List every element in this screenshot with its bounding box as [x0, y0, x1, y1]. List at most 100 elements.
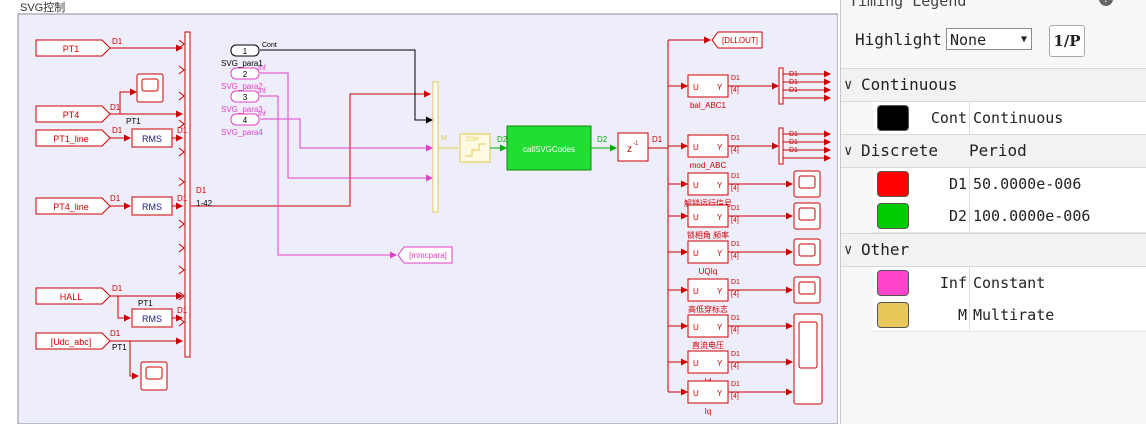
- uy-y: Y: [717, 287, 723, 296]
- chevron-down-icon[interactable]: ∨: [844, 77, 853, 93]
- goto-pt1[interactable]: [35, 39, 111, 57]
- section-name: Discrete: [861, 141, 939, 160]
- color-swatch-inf: [877, 270, 909, 296]
- goto-hall[interactable]: [35, 287, 111, 305]
- line-label-d1: D1: [731, 381, 740, 388]
- signal-line[interactable]: [129, 341, 139, 380]
- subsystem-callsvgcodes[interactable]: [506, 125, 592, 171]
- goto-pt1-line[interactable]: [35, 129, 111, 147]
- from-mmcpara[interactable]: [397, 246, 453, 264]
- line-label-d2: D2: [597, 135, 608, 144]
- demux-bar-2[interactable]: [778, 127, 784, 165]
- line-label-d1: D1: [789, 139, 798, 146]
- line-label-d1: D1: [652, 135, 663, 144]
- section-name: Other: [861, 240, 910, 259]
- period-toggle-button[interactable]: 1/P: [1049, 25, 1085, 57]
- section-name: Continuous: [861, 75, 958, 94]
- help-icon[interactable]: ?: [1099, 0, 1113, 6]
- constant-value: 2: [243, 70, 248, 79]
- signal-line[interactable]: [119, 88, 137, 114]
- legend-row-inf[interactable]: Inf Constant: [873, 267, 1146, 300]
- goto-pt4-line-label: PT4_line: [53, 202, 89, 212]
- signal-line[interactable]: [260, 95, 397, 259]
- uy-block-name: 锁相角 频率: [687, 230, 729, 240]
- mux-input-chevron-icon: [178, 65, 185, 75]
- zoh-block[interactable]: [459, 133, 491, 163]
- chevron-down-icon[interactable]: ∨: [844, 242, 853, 258]
- unit-delay-block[interactable]: [617, 132, 649, 162]
- line-label-width: [4]: [731, 185, 739, 192]
- mux-bar[interactable]: [184, 31, 191, 358]
- goto-udc[interactable]: [35, 332, 111, 350]
- constant-2[interactable]: [230, 67, 260, 80]
- goto-hall-label: HALL: [60, 292, 83, 302]
- legend-abbr: D2: [948, 207, 967, 225]
- highlight-select[interactable]: None ▼: [946, 28, 1032, 50]
- legend-abbr: Inf: [939, 274, 967, 292]
- uy-block-name: UQIq: [699, 267, 718, 276]
- signal-line[interactable]: [191, 90, 431, 207]
- demux-bar-1[interactable]: [778, 67, 784, 105]
- line-label-width: [4]: [731, 217, 739, 224]
- mux-input-chevron-icon: [178, 147, 185, 157]
- signal-line[interactable]: [260, 72, 433, 182]
- mux-bar-2[interactable]: [432, 81, 439, 213]
- rms-block-2-label: RMS: [142, 202, 162, 212]
- line-label-d1: D1: [112, 37, 123, 46]
- section-discrete[interactable]: ∨ Discrete Period: [841, 134, 1146, 168]
- line-label-width: [4]: [731, 147, 739, 154]
- legend-row-m[interactable]: M Multirate: [873, 299, 1146, 332]
- goto-pt4-line[interactable]: [35, 197, 111, 215]
- simulink-canvas[interactable]: SVG控制 PT1PT4PT1_linePT4_lineHALL[Udc_abc…: [0, 0, 838, 424]
- color-swatch-m: [877, 302, 909, 328]
- line-label-width: [4]: [731, 363, 739, 370]
- constant-value: 3: [243, 93, 248, 102]
- line-label-d1: D1: [177, 126, 188, 135]
- mux-input-chevron-icon: [178, 265, 185, 275]
- mux-input-chevron-icon: [178, 119, 185, 129]
- legend-row-d2[interactable]: D2 100.0000e-006: [873, 200, 1146, 233]
- uy-y: Y: [717, 359, 723, 368]
- goto-dllout[interactable]: [711, 31, 763, 49]
- legend-abbr: M: [957, 306, 967, 324]
- uy-u: U: [693, 389, 699, 398]
- scope-out-1-screen-icon: [798, 175, 816, 189]
- legend-desc: 50.0000e-006: [969, 168, 1081, 200]
- line-label-d1: D1: [731, 279, 740, 286]
- scope-out-2-screen-icon: [798, 207, 816, 221]
- goto-pt1-line-label: PT1_line: [53, 134, 89, 144]
- constant-name: SVG_para3: [221, 105, 263, 114]
- signal-line[interactable]: [260, 118, 433, 152]
- constant-4[interactable]: [230, 113, 260, 126]
- legend-desc: 100.0000e-006: [969, 200, 1090, 232]
- legend-row-cont[interactable]: Cont Continuous: [873, 102, 1146, 135]
- constant-rate-label: Cont: [262, 42, 277, 49]
- constant-3[interactable]: [230, 90, 260, 103]
- signal-line[interactable]: [260, 49, 433, 124]
- constant-1[interactable]: [230, 44, 260, 57]
- uy-y: Y: [717, 83, 723, 92]
- uy-u: U: [693, 359, 699, 368]
- signal-line[interactable]: [117, 296, 131, 322]
- constant-rate-label: Inf: [258, 111, 266, 118]
- line-label-d1: D1: [110, 103, 121, 112]
- goto-pt4[interactable]: [35, 105, 111, 123]
- line-label-pt1: PT1: [138, 299, 153, 308]
- uy-block-name: mod_ABC: [690, 161, 727, 170]
- uy-y: Y: [717, 181, 723, 190]
- section-continuous[interactable]: ∨ Continuous: [841, 68, 1146, 102]
- legend-row-d1[interactable]: D1 50.0000e-006: [873, 168, 1146, 201]
- uy-u: U: [693, 143, 699, 152]
- line-label-width: [4]: [731, 393, 739, 400]
- line-label-width: [4]: [731, 291, 739, 298]
- uy-block-name: 直流电压: [692, 340, 724, 350]
- uy-y: Y: [717, 249, 723, 258]
- line-label-d1: D1: [731, 75, 740, 82]
- goto-udc-label: [Udc_abc]: [51, 337, 92, 347]
- section-other[interactable]: ∨ Other: [841, 233, 1146, 267]
- line-label-d1: D1: [112, 284, 123, 293]
- color-swatch-d1: [877, 171, 909, 197]
- scope-out-4-screen-icon: [798, 281, 816, 295]
- chevron-down-icon[interactable]: ∨: [844, 143, 853, 159]
- line-label-width: [4]: [731, 253, 739, 260]
